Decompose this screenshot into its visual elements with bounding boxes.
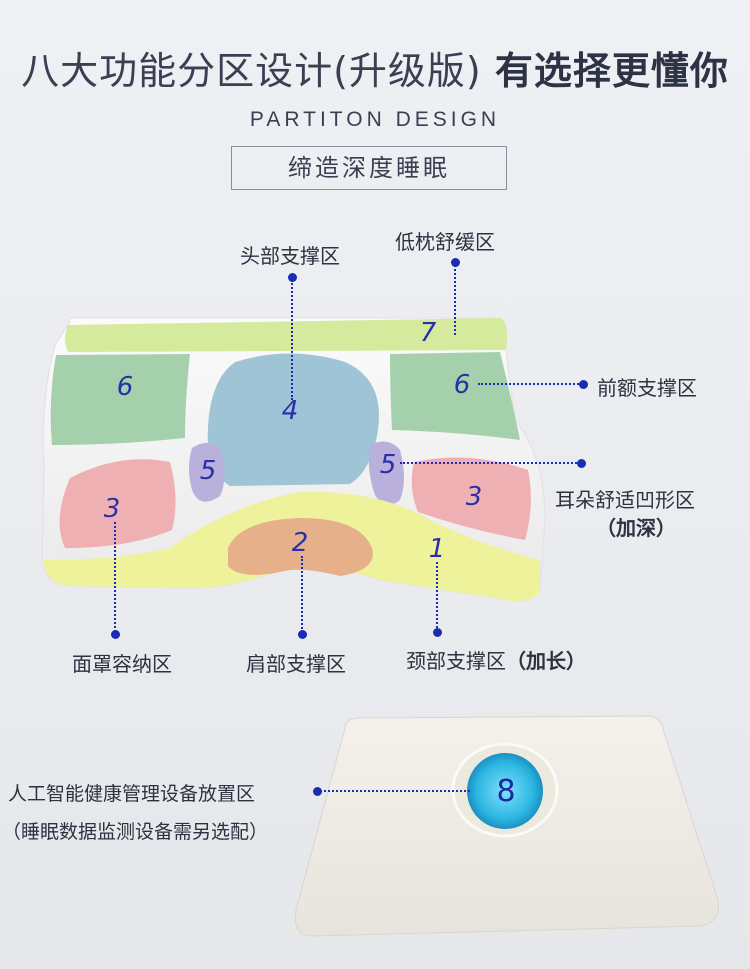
ear-line	[400, 462, 580, 464]
zone-2-shoulder	[228, 518, 373, 576]
label-head-support: 头部支撑区	[240, 244, 340, 268]
label-low-pillow: 低枕舒缓区	[395, 230, 495, 254]
label-ear-zone: 耳朵舒适凹形区	[555, 488, 695, 512]
zone-5-left-number: 5	[199, 456, 217, 486]
zone-6-left	[50, 354, 190, 445]
forehead-line	[478, 383, 582, 385]
zone-7-band	[65, 318, 508, 352]
zone-5-right	[368, 441, 404, 505]
label-neck-support-extra: （加长）	[506, 649, 586, 673]
label-forehead-support: 前额支撑区	[597, 376, 697, 400]
device-sensor	[467, 753, 543, 829]
label-device-zone-note: （睡眠数据监测设备需另选配）	[2, 821, 269, 843]
label-face-zone: 面罩容纳区	[72, 652, 172, 676]
zone-3-left-number: 3	[103, 494, 121, 524]
zone-5-right-number: 5	[379, 450, 397, 480]
label-ear-zone-extra: （加深）	[596, 516, 676, 540]
zone-6-right-number: 6	[453, 370, 471, 400]
zone-3-right	[411, 457, 531, 540]
zone-3-left	[59, 459, 176, 548]
face-dot	[110, 629, 120, 639]
label-shoulder-support: 肩部支撑区	[246, 652, 346, 676]
zone-3-right-number: 3	[465, 482, 483, 512]
zone-6-right	[390, 352, 520, 440]
zone-6-left-number: 6	[116, 372, 134, 402]
label-device-zone: 人工智能健康管理设备放置区	[8, 783, 256, 805]
face-line	[114, 522, 116, 632]
zone-1-number: 1	[428, 534, 446, 564]
zone-4-number: 4	[281, 396, 299, 426]
low-pillow-dot	[450, 257, 460, 267]
ear-dot	[576, 458, 586, 468]
device-line	[320, 790, 470, 792]
label-neck-support: 颈部支撑区（加长）	[406, 645, 586, 674]
neck-line	[436, 562, 438, 632]
zone-7-number: 7	[419, 318, 437, 348]
label-neck-support-main: 颈部支撑区	[406, 649, 506, 673]
head-support-dot	[287, 272, 297, 282]
zone-8-number: 8	[496, 774, 516, 809]
headline-part2: 有选择更懂你	[494, 49, 729, 93]
headline-part1: 八大功能分区设计(升级版)	[21, 49, 482, 93]
shoulder-line	[301, 556, 303, 632]
subtitle-box: 缔造深度睡眠	[231, 146, 507, 190]
subtitle-en: PARTITON DESIGN	[249, 108, 501, 131]
zone-2-number: 2	[291, 528, 309, 558]
zone-4-head	[207, 353, 380, 486]
neck-dot	[432, 627, 442, 637]
shoulder-dot	[297, 629, 307, 639]
low-pillow-line	[454, 265, 456, 335]
headline: 八大功能分区设计(升级版) 有选择更懂你	[0, 40, 750, 95]
forehead-dot	[578, 379, 588, 389]
head-support-line	[291, 280, 293, 400]
zone-5-left	[189, 442, 225, 502]
device-dot	[312, 786, 322, 796]
